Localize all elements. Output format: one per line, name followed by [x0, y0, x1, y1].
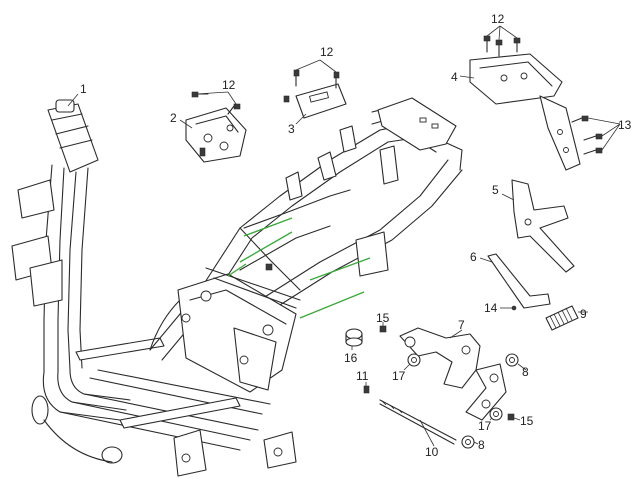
main-frame: [11, 97, 463, 477]
callout-12a: 12: [222, 78, 236, 92]
callout-8b: 8: [478, 438, 485, 452]
part-8-nuts: [461, 353, 519, 449]
part-4-rack-bracket: [469, 53, 581, 171]
callout-15a: 15: [376, 311, 390, 325]
callout-1: 1: [80, 82, 87, 96]
callout-4: 4: [451, 70, 458, 84]
callout-9: 9: [580, 307, 587, 321]
callout-16: 16: [344, 351, 358, 365]
part-9-spring: [545, 305, 579, 331]
part-5-stand-bracket: [511, 179, 575, 273]
callout-8a: 8: [522, 365, 529, 379]
callout-17a: 17: [392, 369, 406, 383]
part-17-collars: [407, 353, 503, 421]
part-6-stand-bar: [487, 253, 551, 309]
part-7-main-stand: [399, 327, 507, 421]
callout-5: 5: [492, 183, 499, 197]
callout-3: 3: [288, 122, 295, 136]
callout-14: 14: [484, 301, 498, 315]
callout-15b: 15: [520, 414, 534, 428]
callout-6: 6: [470, 250, 477, 264]
callout-12c: 12: [491, 12, 505, 26]
callout-7: 7: [458, 318, 465, 332]
callout-17b: 17: [478, 419, 492, 433]
part-2-bracket: [185, 107, 247, 163]
callout-2: 2: [170, 111, 177, 125]
callout-labels: 1 2 3 4 5 6 7 8 8 9 10 11 12: [67, 12, 632, 459]
fasteners: [191, 35, 603, 421]
callout-10: 10: [425, 445, 439, 459]
callout-12b: 12: [320, 45, 334, 59]
part-16-bushing: [345, 328, 363, 347]
callout-11: 11: [356, 369, 369, 383]
callout-13: 13: [618, 118, 632, 132]
part-3-plate: [295, 83, 347, 119]
part-10-long-bolt: [379, 399, 457, 445]
